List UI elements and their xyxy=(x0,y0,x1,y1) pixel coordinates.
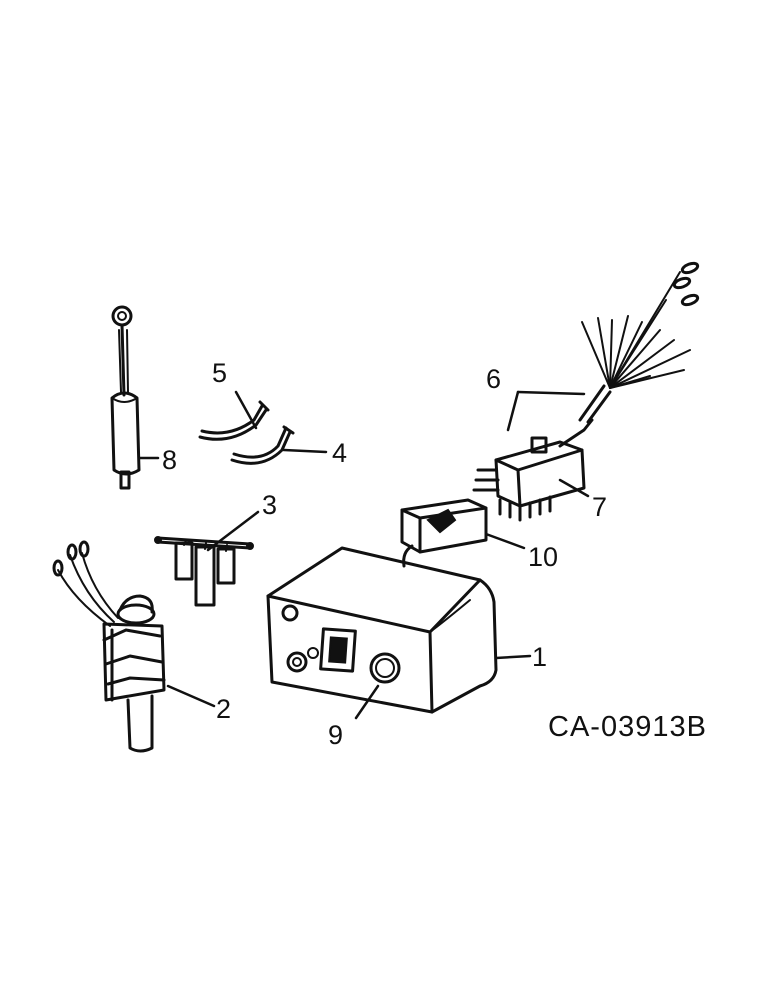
part-10-connector-plug xyxy=(400,498,488,568)
part-8-plunger-assembly xyxy=(110,305,141,490)
callout-5: 5 xyxy=(212,358,227,388)
callout-10: 10 xyxy=(528,542,558,572)
leader-lines xyxy=(138,390,590,720)
callout-7: 7 xyxy=(592,492,607,522)
part-2-switch-valve xyxy=(52,540,166,753)
callout-8: 8 xyxy=(162,445,177,475)
callout-2: 2 xyxy=(216,694,231,724)
callout-3: 3 xyxy=(262,490,277,520)
part-4-hose xyxy=(230,425,295,465)
part-6-wiring-harness xyxy=(578,261,700,424)
callout-9: 9 xyxy=(328,720,343,750)
part-5-hose xyxy=(198,400,270,441)
callout-6: 6 xyxy=(486,364,501,394)
callout-1: 1 xyxy=(532,642,547,672)
part-1-control-box xyxy=(266,546,498,714)
part-7-multi-pin-connector xyxy=(472,418,594,522)
part-3-terminal-strip xyxy=(154,536,254,607)
callout-4: 4 xyxy=(332,438,347,468)
drawing-number: CA-03913B xyxy=(548,711,707,743)
